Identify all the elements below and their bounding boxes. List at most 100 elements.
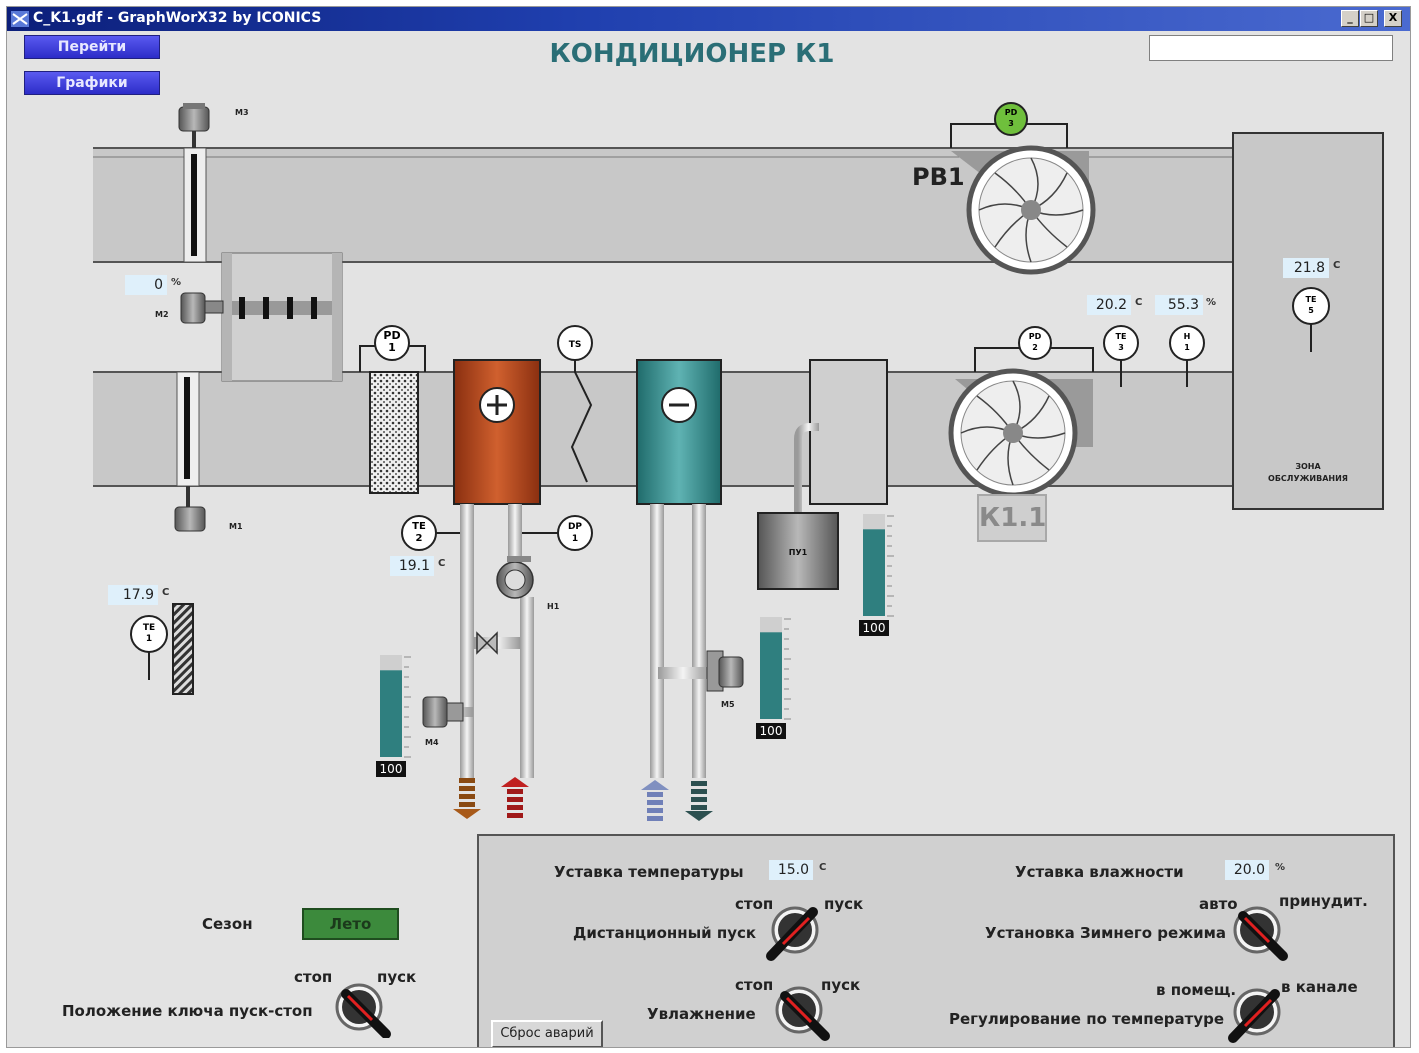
process-diagram: М3 М2 М1 PD 1 TS [93,102,1384,821]
actuator-m3-icon[interactable] [178,103,210,148]
h1-sensor-icon[interactable]: H 1 [1169,325,1205,387]
te3-sensor-icon[interactable]: TE 3 [1103,325,1139,387]
supply-fan-icon[interactable] [948,368,1093,498]
actuator-m4-icon[interactable] [422,696,464,728]
actuator-m5-icon[interactable] [706,650,744,692]
te5-unit: C [1333,260,1341,271]
recirculation-section [221,252,343,382]
winter-mode-knob[interactable] [1229,904,1291,966]
h1-tag: H [1184,332,1191,341]
pd3-tag: PD [1005,108,1018,117]
humidify-stop-label: стоп [735,976,774,994]
te3-num: 3 [1118,343,1124,352]
minimize-button[interactable]: _ [1341,10,1359,27]
remote-start-knob[interactable] [761,904,823,966]
heater-coil[interactable] [453,359,541,505]
pd3-num: 3 [1008,119,1014,128]
te3-value: 20.2 [1087,295,1131,315]
h1-value: 55.3 [1155,295,1203,315]
valve-label-m2: М2 [155,310,169,319]
te5-sensor-icon[interactable]: TE 5 [1292,287,1330,352]
pd3-sensor-icon[interactable]: PD 3 [950,102,1068,148]
dp1-num: 1 [572,534,578,544]
exhaust-damper[interactable] [183,147,207,263]
actuator-m2-icon[interactable] [180,292,224,324]
cooler-valve-scale [760,617,791,720]
temp-reg-knob[interactable] [1223,986,1285,1048]
app-icon [11,11,29,27]
valve-label-m1: М1 [229,522,243,531]
pd1-num: 1 [388,341,396,354]
te1-value: 17.9 [108,585,158,605]
charts-button[interactable]: Графики [24,71,160,95]
te2-num: 2 [416,533,423,544]
filter[interactable] [369,371,419,494]
season-label: Сезон [202,915,253,933]
humidifier-label: ПУ1 [789,548,808,557]
exhaust-fan-label: РВ1 [912,163,965,191]
ts-tag: TS [569,340,582,350]
temp-setpoint-input[interactable]: 15.0 [769,860,813,880]
heater-return-arrow-icon [453,778,481,819]
pump-label: Н1 [547,602,560,611]
message-field [1149,35,1393,61]
svg-text:ЗОНА: ЗОНА [1295,462,1321,471]
humidifier[interactable]: ПУ1 [757,359,888,590]
app-window: C_K1.gdf - GraphWorX32 by ICONICS _ □ X … [6,6,1411,1048]
ts-sensor-icon[interactable]: TS [557,325,593,483]
te1-sensor-icon[interactable]: TE 1 [130,615,168,680]
season-indicator[interactable]: Лето [302,908,399,940]
cooler-scale-label: 100 [756,723,786,739]
goto-button[interactable]: Перейти [24,35,160,59]
temp-setpoint-label: Уставка температуры [554,863,744,881]
control-panel: Уставка температуры 15.0 C Уставка влажн… [477,834,1395,1048]
te2-unit: C [438,558,446,569]
damper-position-value: 0 [125,275,167,295]
winter-auto-label: авто [1199,895,1238,913]
valve-label-m5: М5 [721,700,735,709]
dp1-sensor-icon[interactable]: DP 1 [522,515,593,551]
reset-alarms-button[interactable]: Сброс аварий [491,1020,603,1047]
winter-mode-label: Установка Зимнего режима [985,924,1227,942]
h1-num: 1 [1184,343,1190,352]
pump-icon[interactable] [496,556,534,599]
title-bar: C_K1.gdf - GraphWorX32 by ICONICS _ □ X [7,7,1410,31]
heater-scale-label: 100 [376,761,406,777]
pd1-sensor-icon[interactable]: PD 1 [359,325,426,372]
te5-tag: TE [1306,295,1317,304]
remote-stop-label: стоп [735,895,774,913]
te2-sensor-icon[interactable]: TE 2 [401,515,460,551]
temp-reg-duct-label: в канале [1281,978,1358,996]
exhaust-fan-icon[interactable] [951,145,1096,275]
te1-tag: TE [143,623,155,633]
damper-position-unit: % [171,277,182,288]
humidifier-scale-label: 100 [859,620,889,636]
remote-start-label: пуск [824,895,864,913]
cooler-coil[interactable] [636,359,722,505]
temp-reg-room-label: в помещ. [1156,981,1237,999]
heater-valve-scale [380,655,411,758]
pd1-tag: PD [383,329,400,342]
te2-tag: TE [412,521,426,532]
pd2-sensor-icon[interactable]: PD 2 [974,326,1094,372]
intake-damper[interactable] [176,371,200,487]
close-button[interactable]: X [1384,10,1402,27]
pd2-num: 2 [1032,343,1038,352]
humidify-switch-label: Увлажнение [647,1005,756,1023]
winter-forced-label: принудит. [1279,892,1368,910]
humidify-knob[interactable] [773,984,835,1046]
balance-valve-icon[interactable] [476,631,498,655]
te3-unit: C [1135,297,1143,308]
hum-setpoint-unit: % [1275,862,1286,873]
humidify-start-label: пуск [821,976,861,994]
dp1-tag: DP [568,522,582,532]
te2-value: 19.1 [390,556,434,576]
key-switch-label: Положение ключа пуск-стоп [62,1002,313,1020]
maximize-button[interactable]: □ [1360,10,1378,27]
cooler-supply-arrow-icon [641,780,669,821]
hum-setpoint-label: Уставка влажности [1015,863,1184,881]
actuator-m1-icon[interactable] [174,486,206,532]
hum-setpoint-input[interactable]: 20.0 [1225,860,1269,880]
cooler-pipes [650,504,708,778]
key-switch-knob[interactable] [332,980,392,1038]
